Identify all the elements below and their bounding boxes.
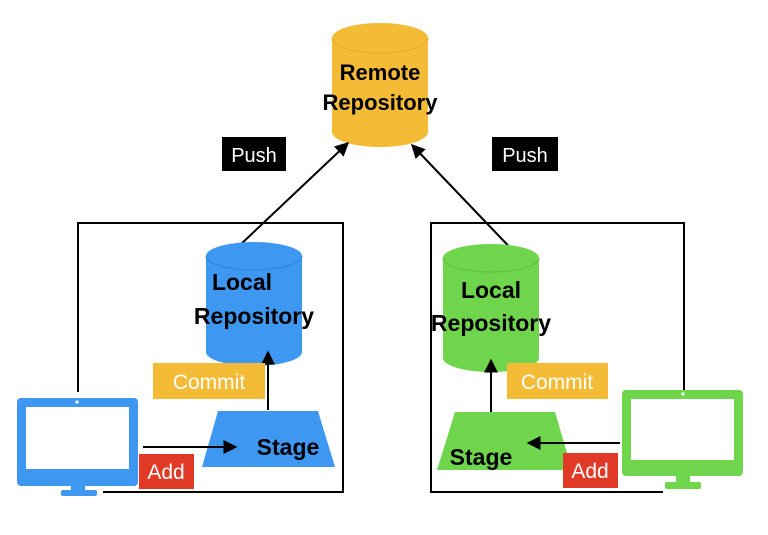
remote-repository-cylinder	[331, 23, 429, 147]
right-stage-label: Stage	[450, 444, 513, 470]
right-add-label: Add	[571, 460, 608, 483]
right-local-label-line2: Repository	[431, 310, 551, 336]
left-add-badge	[139, 454, 194, 489]
left-local-label-line1: Local	[212, 269, 272, 295]
remote-label-line1: Remote	[340, 60, 421, 85]
right-stage-shape	[437, 412, 572, 470]
left-commit-badge	[153, 363, 265, 399]
right-add-badge	[563, 453, 618, 488]
push-badge-left	[222, 137, 286, 171]
right-commit-label: Commit	[521, 371, 593, 394]
left-add-label: Add	[147, 461, 184, 484]
push-label-left: Push	[231, 145, 277, 167]
left-commit-label: Commit	[173, 371, 245, 394]
push-label-right: Push	[502, 145, 548, 167]
remote-label-line2: Repository	[323, 90, 439, 115]
right-commit-badge	[507, 363, 608, 399]
right-computer-icon	[622, 390, 743, 489]
push-arrow-right	[411, 143, 521, 259]
left-stage-label: Stage	[257, 434, 320, 460]
left-local-label-line2: Repository	[194, 303, 314, 329]
right-workspace-frame	[430, 222, 685, 493]
push-badge-right	[492, 137, 558, 171]
right-local-repository-cylinder	[442, 244, 540, 372]
push-arrow-left	[239, 142, 350, 246]
left-workspace-frame	[77, 222, 344, 493]
left-computer-icon	[17, 398, 138, 496]
left-local-repository-cylinder	[205, 242, 303, 366]
right-local-label-line1: Local	[461, 277, 521, 303]
